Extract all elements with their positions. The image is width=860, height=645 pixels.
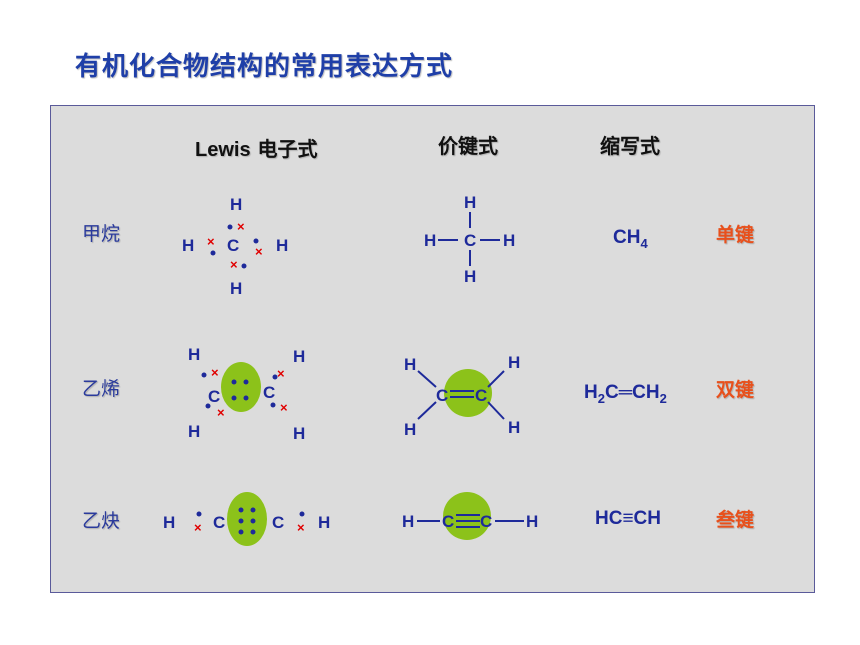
shared-electron-highlight bbox=[227, 492, 267, 546]
atom-h: H bbox=[318, 513, 330, 532]
condensed-methane: CH4 bbox=[613, 227, 648, 251]
atom-c: C bbox=[442, 512, 454, 531]
electron-dot bbox=[238, 529, 244, 535]
bond-formula-ethylene: H H H H C C bbox=[404, 353, 520, 439]
condensed-methane-sub: 4 bbox=[640, 235, 648, 251]
electron-dot bbox=[241, 263, 247, 269]
electron-dot bbox=[243, 379, 249, 385]
condensed-methane-ch: CH bbox=[613, 227, 641, 248]
bond-type-double: 双键 bbox=[716, 379, 755, 401]
atom-h: H bbox=[508, 418, 520, 437]
atom-h: H bbox=[163, 513, 175, 532]
bond-type-triple: 叁键 bbox=[716, 509, 755, 531]
electron-cross: × bbox=[230, 257, 238, 272]
header-lewis-latin: Lewis bbox=[195, 139, 251, 161]
electron-dot bbox=[243, 395, 249, 401]
atom-c: C bbox=[436, 386, 448, 405]
bond-line bbox=[417, 401, 437, 420]
electron-cross: × bbox=[277, 366, 285, 381]
electron-dot bbox=[210, 250, 216, 256]
atom-c: C bbox=[213, 513, 225, 532]
header-lewis: Lewis 电子式 bbox=[195, 133, 318, 162]
lewis-methane: H H C H H × × × × bbox=[182, 195, 288, 298]
atom-c: C bbox=[480, 512, 492, 531]
condensed-ethylene-sub2: 2 bbox=[659, 390, 667, 406]
header-condensed: 缩写式 bbox=[600, 134, 660, 158]
electron-dot bbox=[231, 379, 237, 385]
electron-cross: × bbox=[217, 405, 225, 420]
shared-electron-highlight bbox=[221, 362, 261, 412]
electron-dot bbox=[238, 518, 244, 524]
bond-line bbox=[417, 370, 437, 388]
double-bond-highlight bbox=[444, 369, 492, 417]
atom-h: H bbox=[464, 267, 476, 286]
atom-h: H bbox=[404, 355, 416, 374]
atom-h: H bbox=[526, 512, 538, 531]
electron-cross: × bbox=[297, 520, 305, 535]
atom-c: C bbox=[464, 231, 476, 250]
atom-h: H bbox=[293, 424, 305, 443]
bond-line bbox=[487, 401, 505, 420]
electron-dot bbox=[250, 518, 256, 524]
electron-cross: × bbox=[255, 244, 263, 259]
atom-h: H bbox=[293, 347, 305, 366]
electron-cross: × bbox=[280, 400, 288, 415]
atom-h: H bbox=[276, 236, 288, 255]
atom-c: C bbox=[475, 386, 487, 405]
electron-dot bbox=[201, 372, 207, 378]
row-label-methane: 甲烷 bbox=[82, 223, 121, 245]
atom-h: H bbox=[188, 345, 200, 364]
atom-h: H bbox=[464, 193, 476, 212]
header-lewis-cn: 电子式 bbox=[250, 137, 318, 161]
electron-dot bbox=[196, 511, 202, 517]
electron-dot bbox=[250, 529, 256, 535]
condensed-ethylene-sub1: 2 bbox=[597, 390, 605, 406]
electron-dot bbox=[299, 511, 305, 517]
atom-h: H bbox=[508, 353, 520, 372]
atom-h: H bbox=[402, 512, 414, 531]
lewis-acetylene: H × C C × H bbox=[163, 492, 330, 546]
condensed-ethylene-h: H bbox=[584, 382, 598, 403]
electron-dot bbox=[205, 403, 211, 409]
electron-dot bbox=[253, 238, 259, 244]
lewis-ethylene: H H H H C C × × × × bbox=[188, 345, 305, 443]
atom-h: H bbox=[230, 279, 242, 298]
condensed-ethylene: H2C═CH2 bbox=[584, 382, 667, 406]
condensed-ethylene-mid: C═CH bbox=[604, 382, 660, 403]
electron-cross: × bbox=[207, 234, 215, 249]
bond-line bbox=[487, 370, 505, 388]
electron-cross: × bbox=[194, 520, 202, 535]
electron-dot bbox=[227, 224, 233, 230]
electron-dot bbox=[231, 395, 237, 401]
electron-dot bbox=[238, 507, 244, 513]
page-title: 有机化合物结构的常用表达方式 bbox=[75, 52, 454, 82]
electron-dot bbox=[270, 402, 276, 408]
condensed-acetylene: HC≡CH bbox=[595, 508, 661, 529]
row-label-acetylene: 乙炔 bbox=[82, 510, 121, 532]
electron-cross: × bbox=[237, 219, 245, 234]
structure-table bbox=[50, 105, 815, 593]
bond-formula-acetylene: H C C H bbox=[402, 492, 538, 540]
bond-type-single: 单键 bbox=[716, 224, 755, 246]
atom-h: H bbox=[424, 231, 436, 250]
atom-h: H bbox=[188, 422, 200, 441]
atom-c: C bbox=[272, 513, 284, 532]
atom-c: C bbox=[208, 387, 220, 406]
atom-c: C bbox=[227, 236, 239, 255]
row-label-ethylene: 乙烯 bbox=[82, 378, 121, 400]
atom-h: H bbox=[182, 236, 194, 255]
electron-dot bbox=[250, 507, 256, 513]
atom-h: H bbox=[503, 231, 515, 250]
atom-h: H bbox=[230, 195, 242, 214]
atom-c: C bbox=[263, 383, 275, 402]
atom-h: H bbox=[404, 420, 416, 439]
bond-formula-methane: H H C H H bbox=[424, 193, 515, 286]
header-bond-formula: 价键式 bbox=[438, 134, 498, 158]
electron-dot bbox=[272, 374, 278, 380]
electron-cross: × bbox=[211, 365, 219, 380]
